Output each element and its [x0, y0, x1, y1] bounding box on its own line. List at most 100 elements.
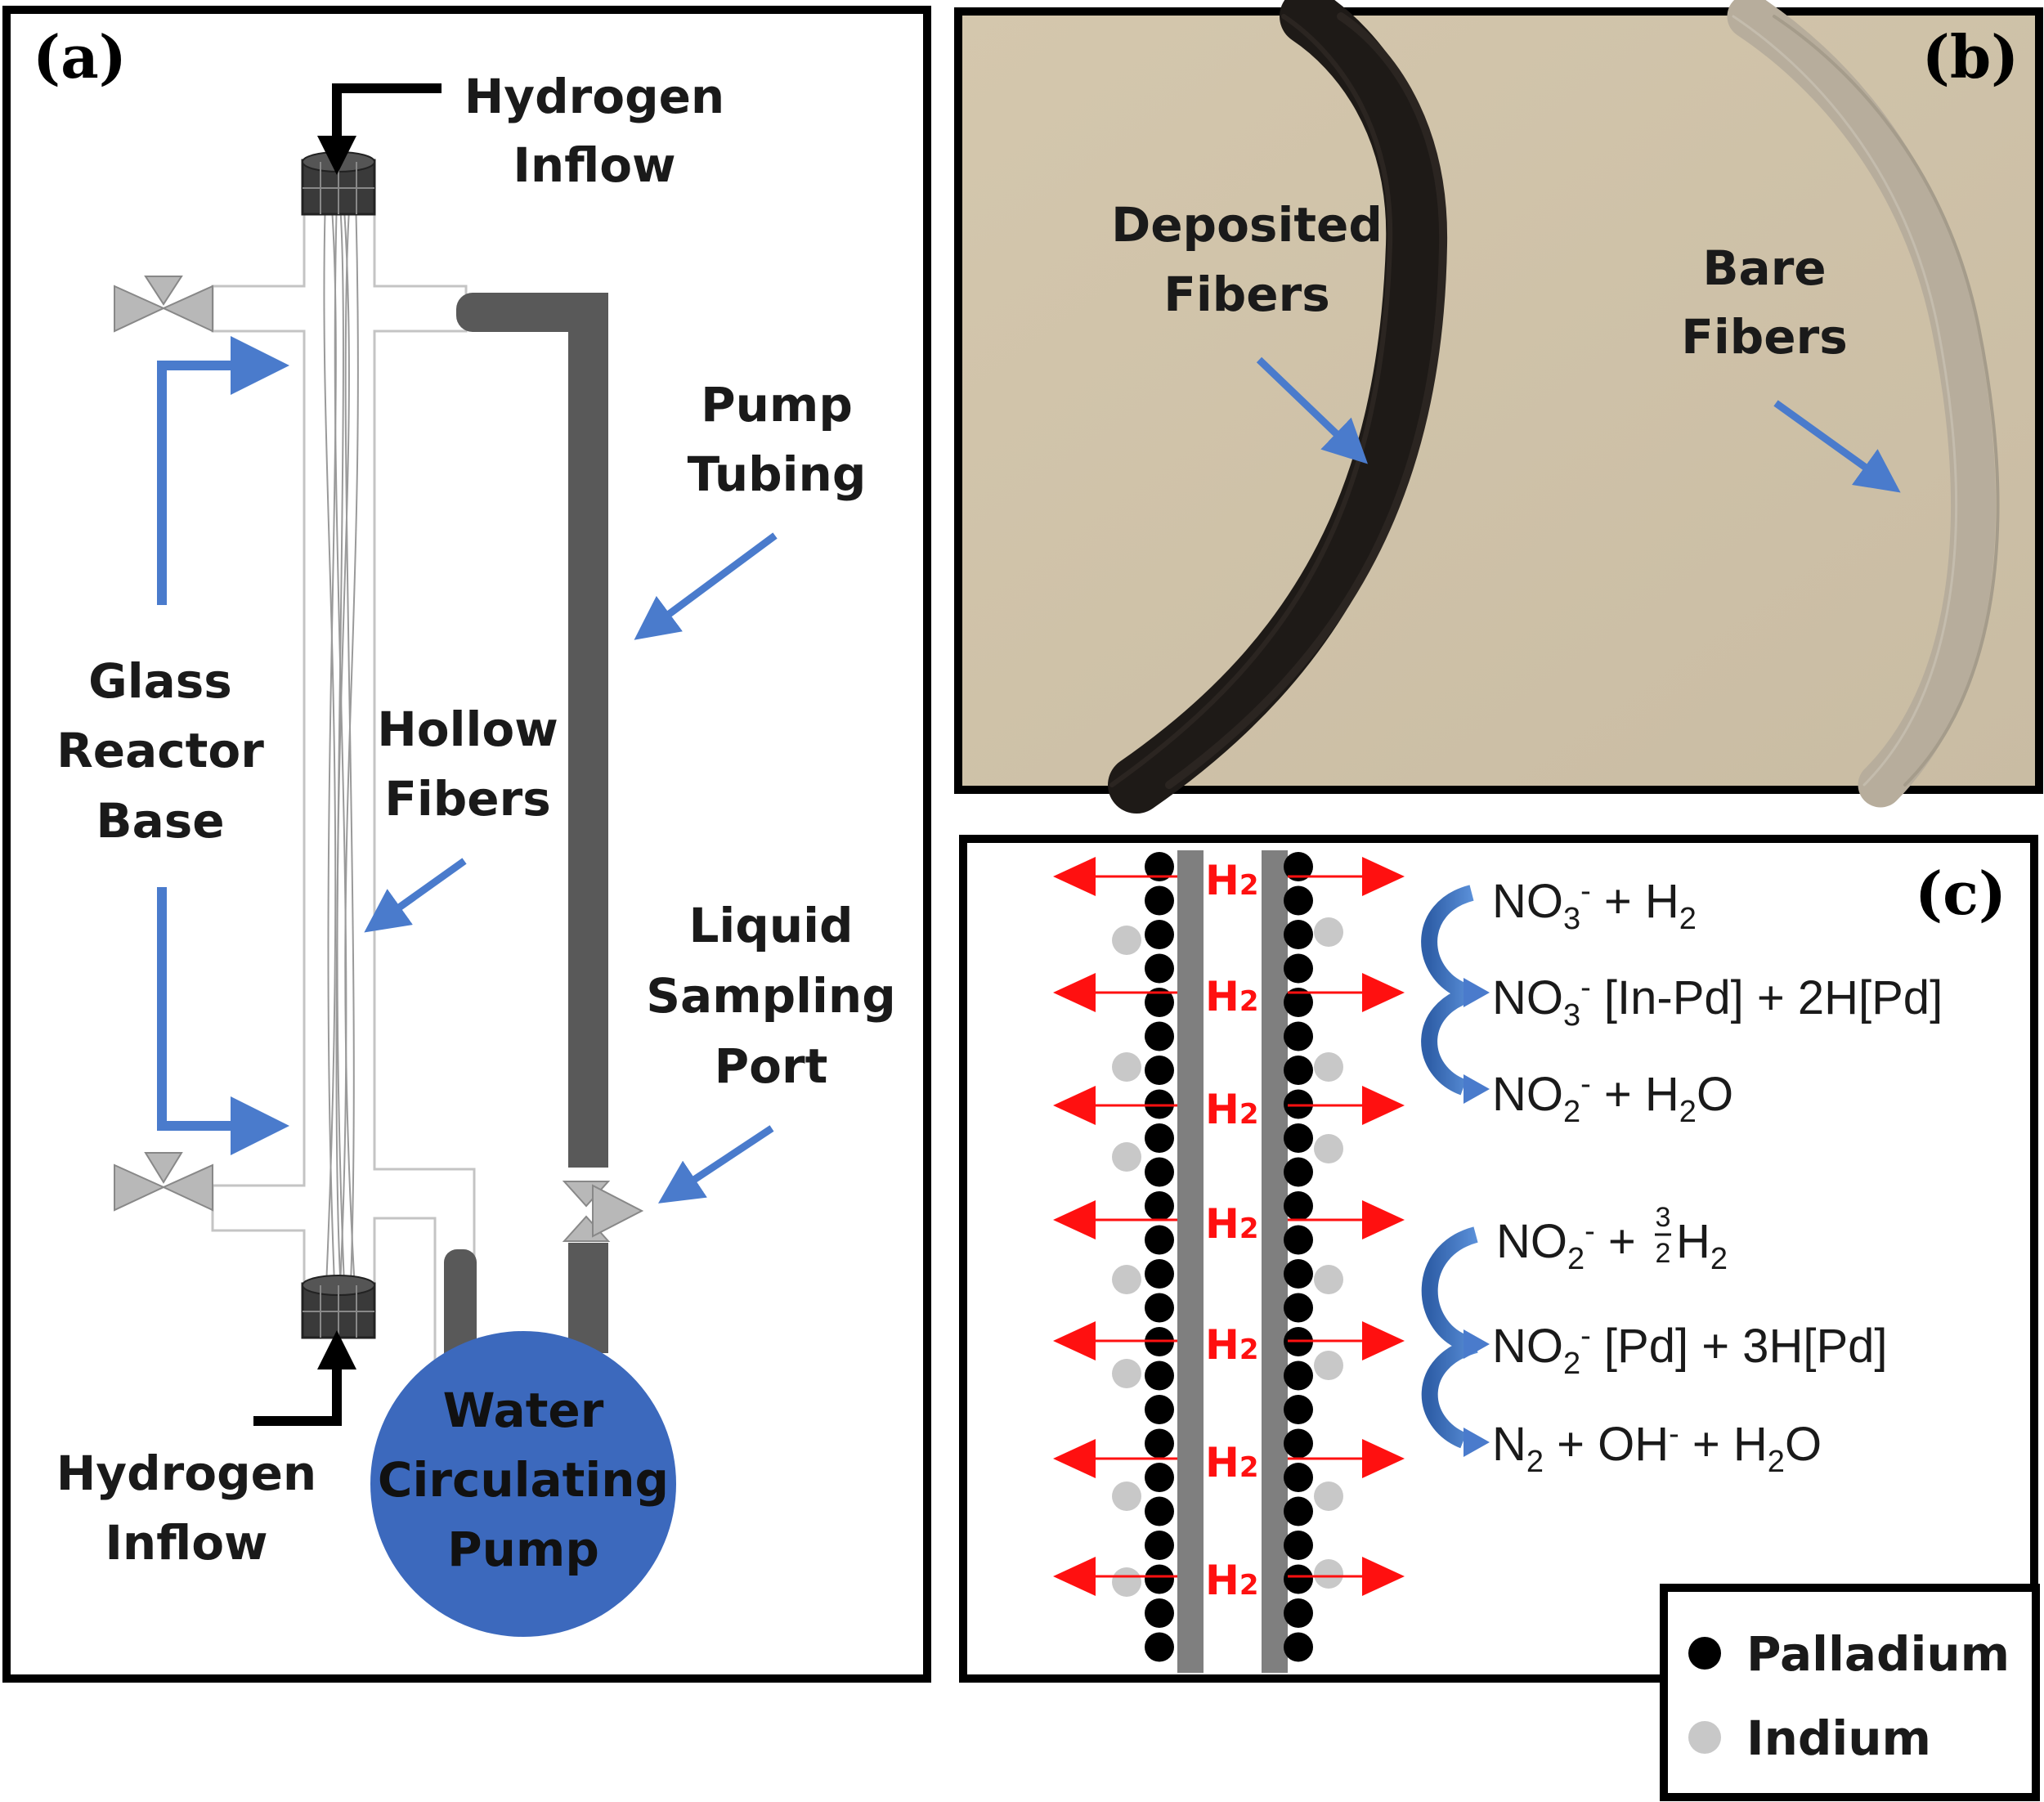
indium-particle	[1314, 917, 1343, 947]
hydrogen-bottom-line1: Hydrogen	[56, 1446, 316, 1501]
hydrogen-inflow-bottom-label: Hydrogen Inflow	[56, 1446, 316, 1571]
h2-label: H2	[1205, 1086, 1259, 1133]
deposited-fibers-label: Deposited Fibers	[1111, 197, 1383, 322]
palladium-particle	[1284, 1259, 1313, 1289]
hydrogen-top-line1: Hydrogen	[464, 69, 724, 124]
reaction-arrows-group2	[1421, 1226, 1479, 1449]
bare-line1: Bare	[1702, 240, 1826, 296]
h2-arrowhead-right	[1362, 1200, 1405, 1239]
palladium-particle	[1145, 1021, 1174, 1051]
reaction-6: N2 + OH- + H2O	[1492, 1417, 1822, 1479]
palladium-particle	[1284, 1496, 1313, 1526]
hydrogen-inflow-bottom-arrow	[253, 1330, 356, 1426]
h2-arrowhead-right	[1362, 857, 1405, 896]
h2-label-sub: 2	[1239, 1334, 1259, 1366]
h2-label-h: H	[1205, 1086, 1239, 1133]
indium-particle	[1314, 1559, 1343, 1589]
h2-arrowhead-left	[1053, 1439, 1096, 1478]
hydrogen-top-line2: Inflow	[513, 137, 675, 193]
sampling-port-line3: Port	[715, 1038, 828, 1094]
h2-label: H2	[1205, 1321, 1259, 1369]
legend: Palladium Indium	[1660, 1584, 2040, 1801]
palladium-particle	[1145, 1463, 1174, 1492]
h2-label: H2	[1205, 1200, 1259, 1248]
bare-fiber-bundle	[1727, 0, 2000, 808]
reaction-4-fraction-num: 3	[1656, 1202, 1671, 1233]
h2-label-h: H	[1205, 1200, 1239, 1248]
h2-arrowhead-left	[1053, 1321, 1096, 1360]
deposited-pointer-arrow	[1256, 356, 1368, 464]
indium-particle	[1314, 1052, 1343, 1082]
legend-palladium-swatch	[1688, 1637, 1721, 1670]
pump-tubing-line1: Pump	[701, 377, 853, 433]
hollow-fibers-label: Hollow Fibers	[377, 702, 558, 827]
palladium-particle	[1284, 1157, 1313, 1187]
palladium-particle	[1284, 953, 1313, 984]
h2-label-sub: 2	[1239, 1213, 1259, 1245]
palladium-particle	[1284, 1293, 1313, 1323]
indium-particle	[1112, 926, 1141, 955]
indium-particle	[1112, 1567, 1141, 1597]
panel-a: (a)	[2, 6, 931, 1683]
palladium-particle	[1145, 1191, 1174, 1221]
glass-reactor-line2: Reactor	[56, 723, 264, 778]
valve-top-icon	[114, 276, 213, 333]
h2-label: H2	[1205, 1557, 1259, 1604]
palladium-particle	[1145, 1259, 1174, 1289]
h2-label-sub: 2	[1239, 1451, 1259, 1484]
pump-tubing-pointer-arrow	[634, 532, 778, 640]
h2-arrowhead-left	[1053, 1557, 1096, 1596]
palladium-particle	[1145, 1496, 1174, 1526]
palladium-particle	[1284, 1428, 1313, 1459]
glass-reactor-arrow-bottom	[157, 887, 289, 1155]
palladium-particle	[1145, 1564, 1174, 1594]
palladium-particle	[1145, 885, 1174, 916]
pump-line2: Circulating	[378, 1452, 669, 1508]
indium-particle	[1112, 1359, 1141, 1388]
hollow-fibers-line1: Hollow	[377, 702, 558, 757]
reaction-arrows-group1	[1421, 885, 1475, 1096]
palladium-particle	[1284, 1056, 1313, 1085]
h2-label-h: H	[1205, 1321, 1239, 1369]
h2-label-h: H	[1205, 1439, 1239, 1486]
palladium-particle	[1284, 1225, 1313, 1255]
sampling-port-label: Liquid Sampling Port	[646, 898, 895, 1094]
palladium-particle	[1284, 1360, 1313, 1391]
palladium-particle	[1145, 988, 1174, 1017]
h2-arrowhead-left	[1053, 857, 1096, 896]
glass-reactor-arrow-top	[157, 336, 289, 605]
indium-particle	[1314, 1265, 1343, 1294]
valve-sampling-icon	[562, 1181, 644, 1242]
palladium-particle	[1284, 1395, 1313, 1424]
palladium-particle	[1284, 1564, 1313, 1594]
membrane-wall-right	[1262, 850, 1288, 1673]
h2-label: H2	[1205, 1439, 1259, 1486]
pump-tubing-line2: Tubing	[688, 446, 867, 502]
curved-arrow-3	[1421, 1226, 1479, 1351]
palladium-particle	[1145, 1123, 1174, 1153]
reaction-4: NO2- +	[1496, 1214, 1636, 1276]
hollow-fibers-bundle	[323, 195, 359, 1305]
legend-palladium-label: Palladium	[1746, 1626, 2010, 1682]
h2-arrowhead-right	[1362, 973, 1405, 1012]
hydrogen-bottom-line2: Inflow	[105, 1515, 267, 1571]
h2-label-h: H	[1205, 857, 1239, 904]
pump-line1: Water	[443, 1383, 604, 1438]
palladium-particle	[1145, 1360, 1174, 1391]
h2-label-h: H	[1205, 973, 1239, 1020]
valve-bottom-icon	[114, 1152, 213, 1212]
h2-label-h: H	[1205, 1557, 1239, 1604]
h2-arrowhead-right	[1362, 1086, 1405, 1125]
palladium-particle	[1284, 1632, 1313, 1662]
glass-reactor-line3: Base	[96, 793, 224, 849]
h2-arrowhead-right	[1362, 1321, 1405, 1360]
palladium-particle	[1284, 1191, 1313, 1221]
palladium-particle	[1145, 1598, 1174, 1628]
deposited-fiber-bundle	[1108, 0, 1448, 814]
palladium-particle	[1145, 1293, 1174, 1323]
sampling-port-pointer-arrow	[657, 1125, 774, 1204]
indium-particle	[1314, 1481, 1343, 1511]
indium-particle	[1112, 1265, 1141, 1294]
glass-reactor-label: Glass Reactor Base	[56, 653, 264, 849]
curved-arrow-heads	[1464, 978, 1490, 1457]
